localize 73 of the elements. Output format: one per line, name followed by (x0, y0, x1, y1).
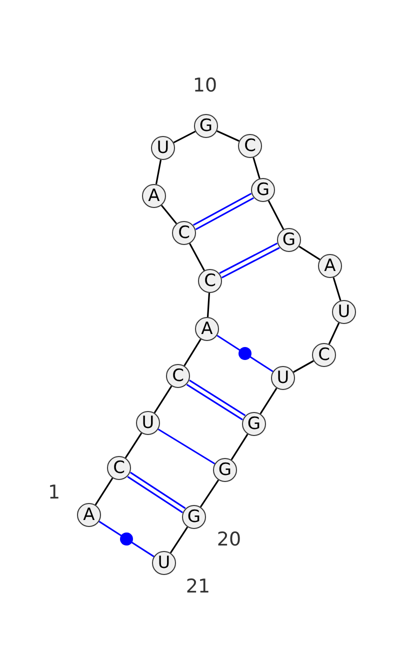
nucleotide-circle (151, 136, 175, 160)
base-pair-line (218, 242, 280, 278)
backbone-line (328, 322, 340, 344)
base-letter: A (324, 258, 336, 274)
base-letter: C (204, 272, 216, 290)
backbone-line (260, 388, 278, 414)
nucleotide-circle (142, 184, 166, 208)
backbone-line (94, 478, 114, 506)
backbone-line (200, 480, 220, 508)
base-pair-line (216, 334, 274, 372)
position-number: 1 (48, 484, 60, 502)
backbone-line (252, 157, 260, 179)
base-letter: G (199, 118, 213, 134)
base-pair-line (186, 380, 246, 420)
base-letter: U (142, 414, 154, 432)
base-letter: G (247, 416, 261, 432)
nucleotide-circle (213, 458, 237, 482)
base-letter: C (244, 138, 256, 154)
nucleotide-circle (318, 254, 342, 278)
base-letter: C (113, 460, 125, 476)
backbone-line (206, 292, 210, 318)
base-pair-line (98, 520, 154, 558)
base-letter: U (156, 140, 170, 156)
base-letter: C (172, 368, 184, 384)
base-letter: U (158, 554, 170, 572)
base-letter: A (83, 506, 95, 524)
position-number: 21 (186, 578, 210, 596)
backbone-line (230, 434, 248, 460)
base-letter: U (338, 304, 350, 320)
base-letter: G (218, 462, 232, 478)
backbone-line (160, 204, 178, 224)
backbone-line (124, 432, 142, 458)
base-letter: C (318, 346, 330, 364)
nucleotide-circle (152, 551, 176, 575)
nucleotide-circle (107, 456, 131, 480)
backbone-line (154, 386, 172, 414)
base-pair-line (126, 472, 186, 514)
base-letter: G (187, 508, 201, 526)
backbone-line (332, 277, 342, 301)
backbone-line (293, 360, 314, 373)
nucleotide-circle (172, 221, 196, 245)
backbone-line (268, 200, 284, 230)
backbone-line (155, 160, 162, 184)
base-letter: C (178, 224, 190, 242)
nucleotide-circle (332, 300, 356, 324)
nucleotide-circle (277, 228, 301, 252)
nucleotide-circle (77, 503, 101, 527)
base-letter: U (276, 370, 290, 386)
nucleotide-circle (198, 269, 222, 293)
base-letter: A (201, 320, 213, 338)
base-letter: G (282, 232, 296, 248)
base-letter: G (256, 182, 270, 198)
nucleotide-circle (312, 343, 336, 367)
base-letter: A (148, 188, 160, 204)
backbone-line (184, 338, 202, 366)
nucleotide-circle (136, 411, 160, 435)
nucleotide-circle (238, 134, 262, 158)
nucleotide-circle (195, 317, 219, 341)
nucleotide-circle (194, 114, 218, 138)
nucleotide-circle (271, 366, 295, 390)
backbone-line (216, 130, 240, 142)
backbone-line (298, 246, 320, 260)
base-pair-line (192, 192, 254, 230)
backbone-line (189, 243, 205, 271)
position-number: 10 (192, 76, 218, 96)
nucleotide-circle (182, 505, 206, 529)
backbone-line (170, 526, 188, 554)
backbone-line (173, 130, 196, 144)
nucleotide-circle (251, 178, 275, 202)
nucleotide-circle (242, 412, 266, 436)
position-number: 20 (216, 530, 242, 550)
base-pair-line (158, 428, 216, 464)
nucleotide-circle (166, 364, 190, 388)
